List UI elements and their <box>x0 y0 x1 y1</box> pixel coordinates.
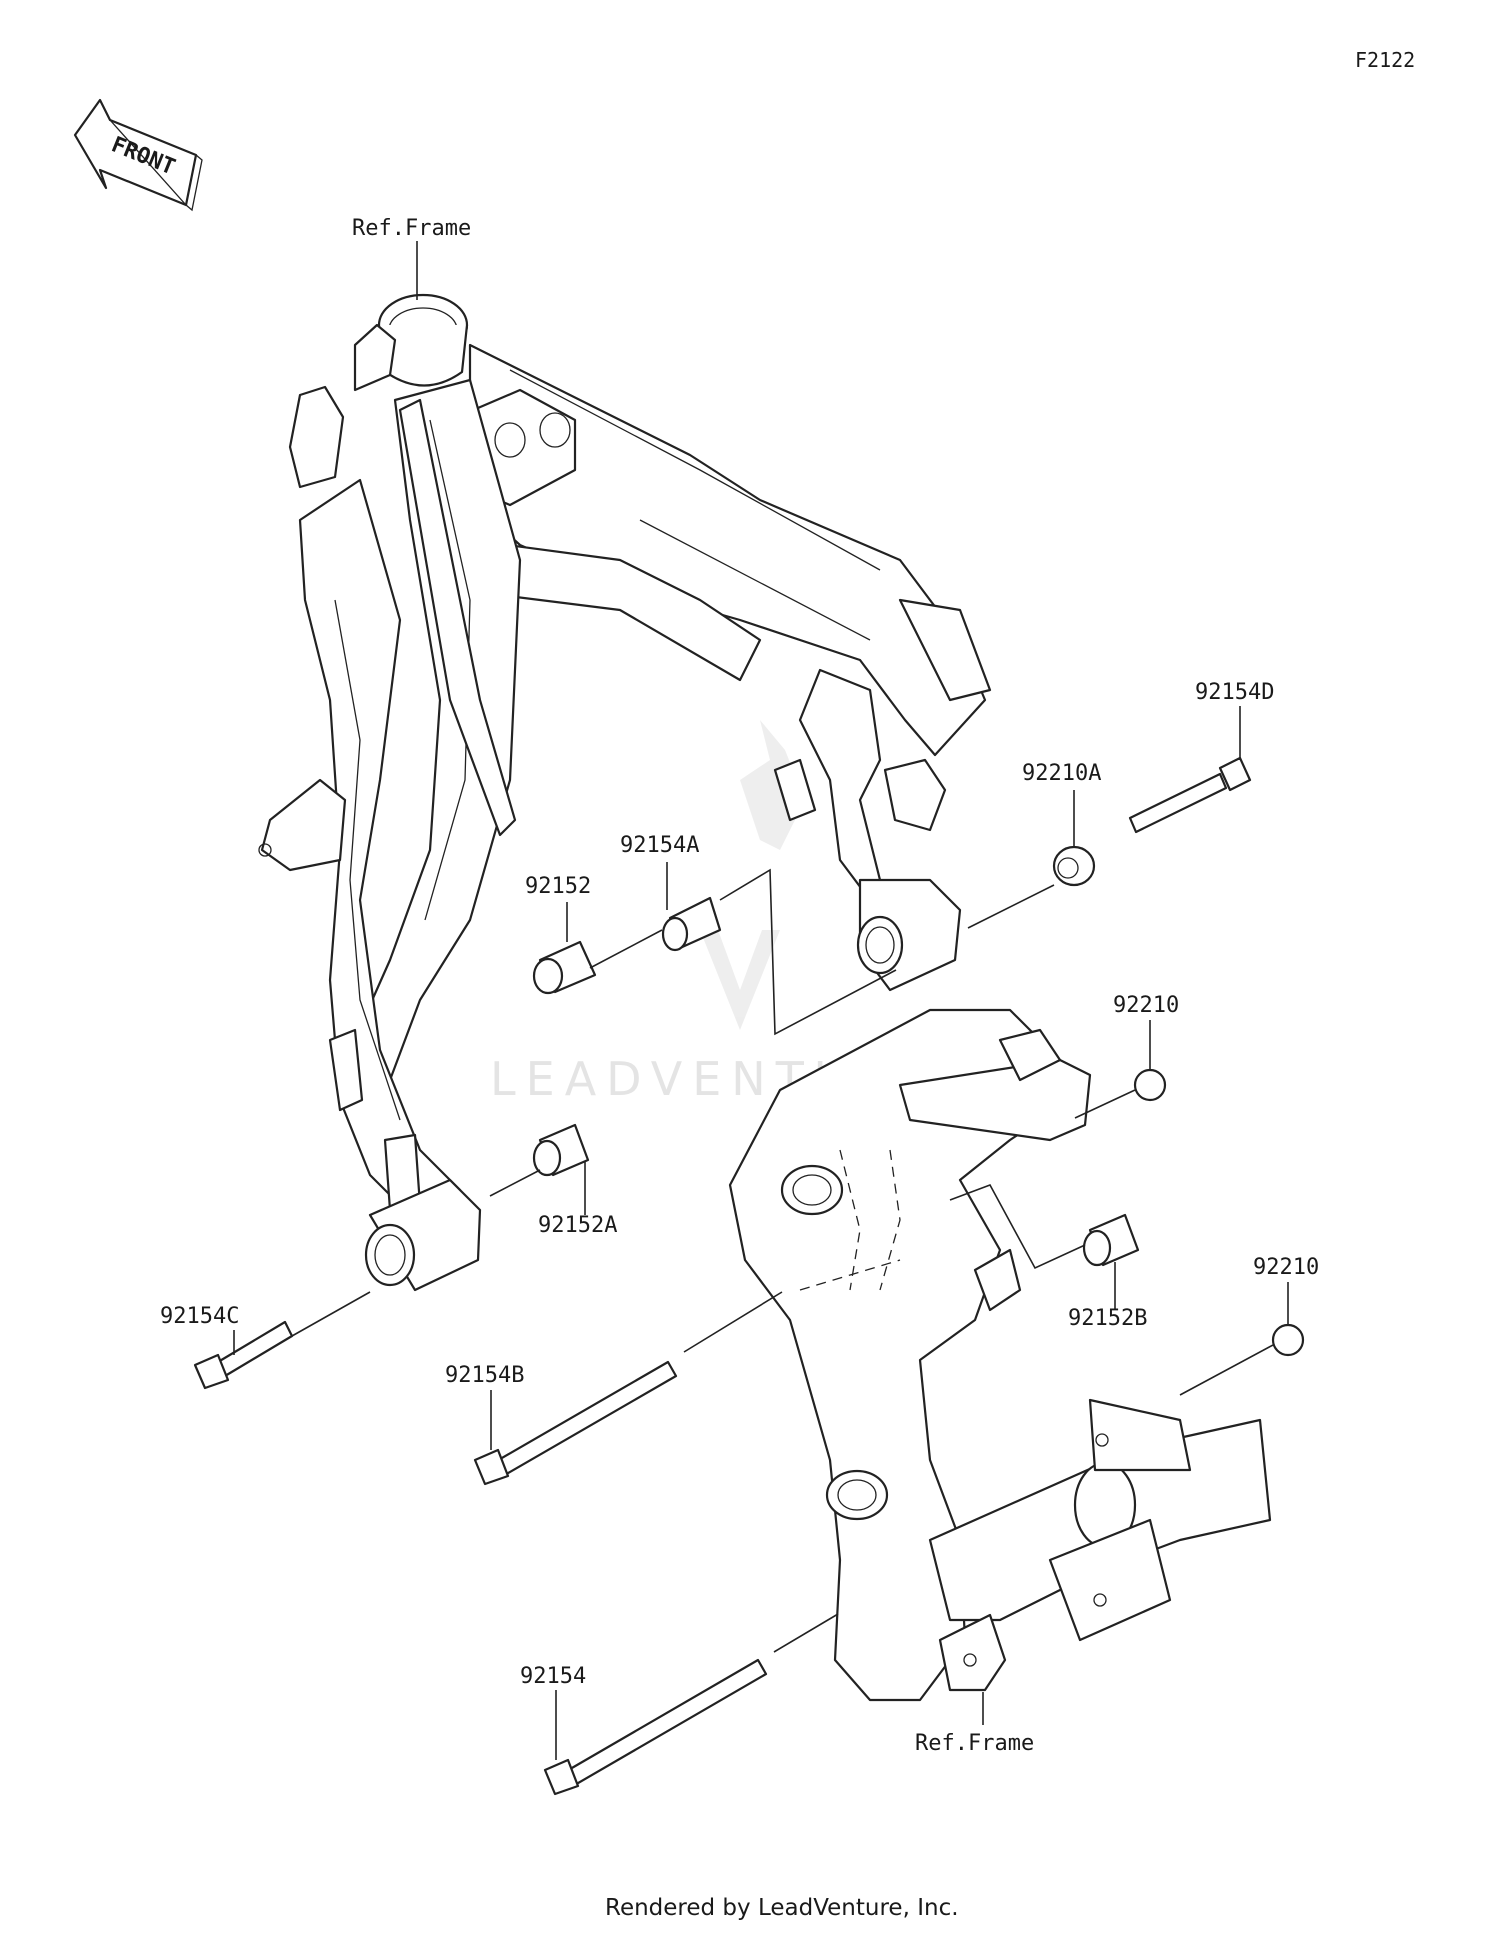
part-label-92154a[interactable]: 92154A <box>620 833 699 858</box>
part-label-92210a[interactable]: 92210A <box>1022 761 1101 786</box>
ref-frame-label-bottom: Ref.Frame <box>915 1731 1034 1756</box>
lower-frame-drawing <box>728 1008 1272 1702</box>
part-label-92154[interactable]: 92154 <box>520 1664 586 1689</box>
bolt-92154c <box>193 1320 294 1390</box>
part-label-92210-lower[interactable]: 92210 <box>1253 1255 1319 1280</box>
bolt-92154d <box>1128 756 1252 834</box>
part-label-92210-upper[interactable]: 92210 <box>1113 993 1179 1018</box>
part-label-92154b[interactable]: 92154B <box>445 1363 524 1388</box>
spacer-92154a <box>661 896 722 952</box>
nut-92210-lower <box>1271 1323 1305 1357</box>
nut-92210a <box>1052 845 1096 887</box>
part-label-92152[interactable]: 92152 <box>525 874 591 899</box>
figure-code: F2122 <box>1355 48 1415 72</box>
collar-92152b <box>1082 1213 1140 1267</box>
leader-lines <box>233 241 1289 1760</box>
collar-92152a <box>532 1123 590 1177</box>
part-label-92152b[interactable]: 92152B <box>1068 1306 1147 1331</box>
part-label-92154d[interactable]: 92154D <box>1195 680 1274 705</box>
part-label-92154c[interactable]: 92154C <box>160 1304 239 1329</box>
upper-frame-drawing <box>258 293 992 1292</box>
footer-credit: Rendered by LeadVenture, Inc. <box>605 1895 959 1921</box>
bolt-92154b <box>473 1360 678 1486</box>
front-arrow-icon: FRONT <box>73 98 203 212</box>
nut-92210-upper <box>1133 1068 1167 1102</box>
part-label-92152a[interactable]: 92152A <box>538 1213 617 1238</box>
bolt-92154 <box>543 1658 768 1796</box>
ref-frame-label-top: Ref.Frame <box>352 216 471 241</box>
collar-92152 <box>532 940 597 995</box>
